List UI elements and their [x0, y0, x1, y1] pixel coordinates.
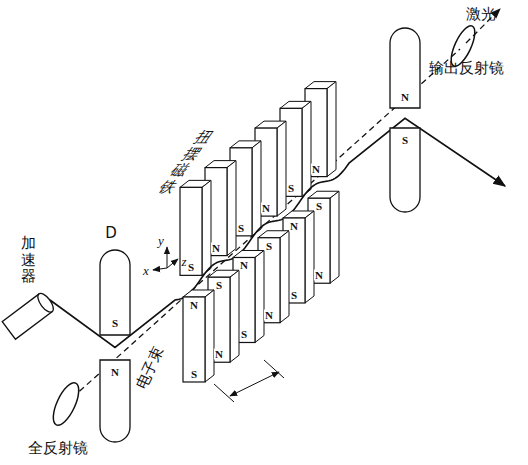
- electron-beam-label: 电子束: [133, 344, 167, 392]
- pole-letter: N: [289, 220, 299, 231]
- pole-letter: S: [265, 240, 273, 251]
- pole-letter: N: [239, 260, 249, 271]
- axis-label: y: [158, 234, 164, 248]
- pole-letter: N: [110, 367, 120, 378]
- axis-label: x: [143, 264, 149, 278]
- dipole-pole: [390, 128, 420, 212]
- pole-letter: N: [189, 299, 199, 310]
- full-mirror: [48, 379, 84, 428]
- accelerator-tube: [2, 291, 56, 339]
- pole-letter: S: [315, 201, 323, 212]
- pole-letter: N: [314, 270, 324, 281]
- pole-letter: S: [290, 289, 298, 300]
- dipole-label: D: [105, 225, 117, 242]
- lower-wiggler-row: [183, 191, 339, 382]
- coordinate-axes: [153, 247, 178, 270]
- dipole-pole: [390, 28, 420, 108]
- pole-letter: S: [401, 135, 409, 146]
- pole-letter: N: [214, 349, 224, 360]
- period-dimension: [214, 360, 284, 402]
- output-mirror-label: 输出反射镜: [429, 60, 504, 77]
- axis-label: z: [181, 255, 186, 269]
- pole-letter: N: [261, 203, 271, 214]
- electron-beam: [50, 118, 505, 347]
- pole-letter: S: [111, 318, 119, 329]
- pole-letter: N: [264, 309, 274, 320]
- pole-letter: S: [215, 280, 223, 291]
- wiggler-label: 扭摆磁铁: [155, 129, 216, 195]
- pole-letter: S: [187, 262, 195, 273]
- dipole-pole: [100, 360, 130, 442]
- wiggler-magnet: [183, 290, 214, 382]
- accelerator-label: 加速器: [21, 235, 36, 285]
- pole-letter: S: [287, 183, 295, 194]
- laser-label: 激光: [466, 6, 496, 23]
- pole-letter: S: [237, 222, 245, 233]
- pole-letter: N: [211, 242, 221, 253]
- pole-letter: N: [400, 92, 410, 103]
- wiggler-magnet: [180, 180, 211, 275]
- pole-letter: S: [240, 329, 248, 340]
- dipole-pole: [100, 250, 130, 335]
- pole-letter: S: [190, 368, 198, 379]
- full-mirror-label: 全反射镜: [28, 440, 88, 457]
- pole-letter: N: [311, 163, 321, 174]
